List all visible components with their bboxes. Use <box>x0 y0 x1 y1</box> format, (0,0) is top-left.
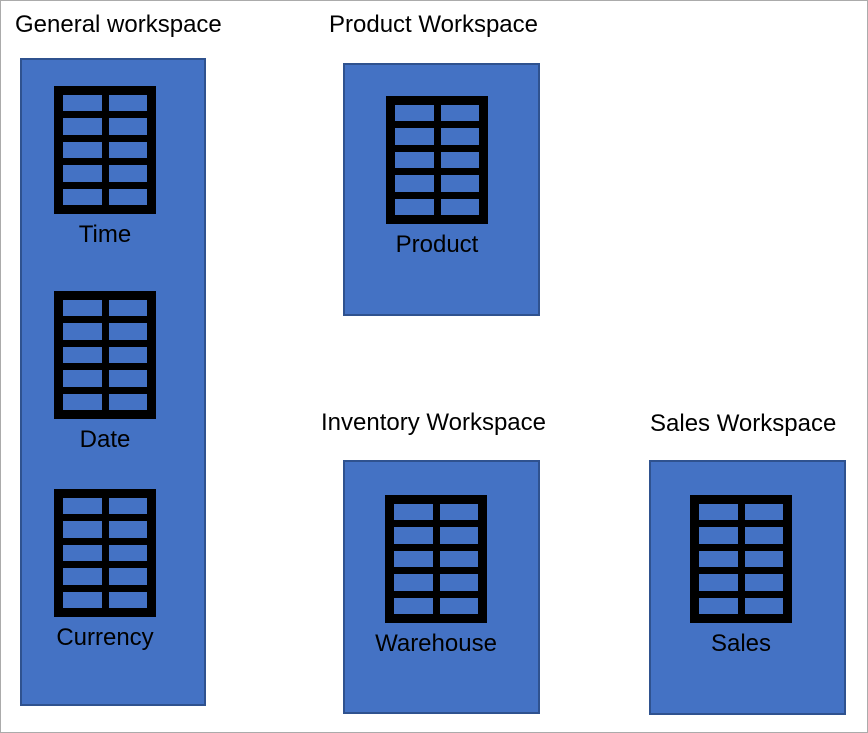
table-cell <box>744 504 783 521</box>
table-cell <box>108 568 147 585</box>
table-cell <box>744 550 783 568</box>
table-cell <box>108 346 147 364</box>
table-cell <box>439 550 478 568</box>
table-item-product: Product <box>367 96 507 259</box>
workspace-title-sales: Sales Workspace <box>650 410 837 437</box>
table-cell <box>108 393 147 410</box>
table-icon <box>386 96 488 224</box>
table-cell <box>63 521 102 538</box>
table-cell <box>108 95 147 112</box>
table-item-warehouse: Warehouse <box>366 495 506 658</box>
table-cell <box>108 498 147 515</box>
table-cell <box>394 527 433 544</box>
table-cell <box>395 175 434 192</box>
workspace-rect-inventory: Warehouse <box>343 460 540 714</box>
table-cell <box>439 597 478 614</box>
table-item-sales: Sales <box>671 495 811 658</box>
table-cell <box>394 597 433 614</box>
workspace-rect-sales: Sales <box>649 460 846 715</box>
table-label-time: Time <box>78 221 132 248</box>
table-icon <box>54 489 156 617</box>
table-cell <box>699 527 738 544</box>
workspace-title-product: Product Workspace <box>329 11 538 38</box>
table-cell <box>440 128 479 145</box>
table-cell <box>63 346 102 364</box>
table-cell <box>394 550 433 568</box>
table-icon <box>385 495 487 623</box>
table-cell <box>108 141 147 159</box>
table-label-currency: Currency <box>56 624 154 651</box>
table-cell <box>63 323 102 340</box>
table-cell <box>63 300 102 317</box>
table-cell <box>63 165 102 182</box>
table-cell <box>108 300 147 317</box>
table-cell <box>699 550 738 568</box>
table-cell <box>108 118 147 135</box>
table-item-time: Time <box>35 86 175 249</box>
table-cell <box>439 527 478 544</box>
table-cell <box>63 95 102 112</box>
table-cell <box>699 574 738 591</box>
table-cell <box>108 544 147 562</box>
table-cell <box>440 105 479 122</box>
table-cell <box>108 591 147 608</box>
table-cell <box>395 105 434 122</box>
table-cell <box>63 118 102 135</box>
workspace-title-inventory: Inventory Workspace <box>321 409 546 436</box>
table-cell <box>63 141 102 159</box>
table-cell <box>63 393 102 410</box>
table-cell <box>439 504 478 521</box>
table-cell <box>108 521 147 538</box>
table-cell <box>395 198 434 215</box>
table-cell <box>440 198 479 215</box>
workspace-title-general: General workspace <box>15 11 222 38</box>
table-icon <box>690 495 792 623</box>
table-cell <box>699 504 738 521</box>
table-cell <box>394 504 433 521</box>
table-cell <box>63 498 102 515</box>
table-cell <box>108 323 147 340</box>
table-cell <box>395 151 434 169</box>
table-icon <box>54 291 156 419</box>
workspace-rect-product: Product <box>343 63 540 316</box>
table-cell <box>108 165 147 182</box>
table-cell <box>744 527 783 544</box>
table-item-date: Date <box>35 291 175 454</box>
table-cell <box>744 574 783 591</box>
table-cell <box>63 370 102 387</box>
table-icon <box>54 86 156 214</box>
table-cell <box>63 591 102 608</box>
table-cell <box>63 188 102 205</box>
workspace-rect-general: Time Date Currency <box>20 58 206 706</box>
table-cell <box>108 370 147 387</box>
table-label-sales: Sales <box>710 630 772 657</box>
table-cell <box>63 544 102 562</box>
table-cell <box>63 568 102 585</box>
table-label-product: Product <box>395 231 479 258</box>
table-cell <box>108 188 147 205</box>
table-label-date: Date <box>79 426 131 453</box>
table-cell <box>439 574 478 591</box>
table-cell <box>699 597 738 614</box>
table-item-currency: Currency <box>35 489 175 652</box>
table-cell <box>440 175 479 192</box>
table-cell <box>744 597 783 614</box>
table-label-warehouse: Warehouse <box>375 630 497 657</box>
table-cell <box>394 574 433 591</box>
table-cell <box>440 151 479 169</box>
table-cell <box>395 128 434 145</box>
